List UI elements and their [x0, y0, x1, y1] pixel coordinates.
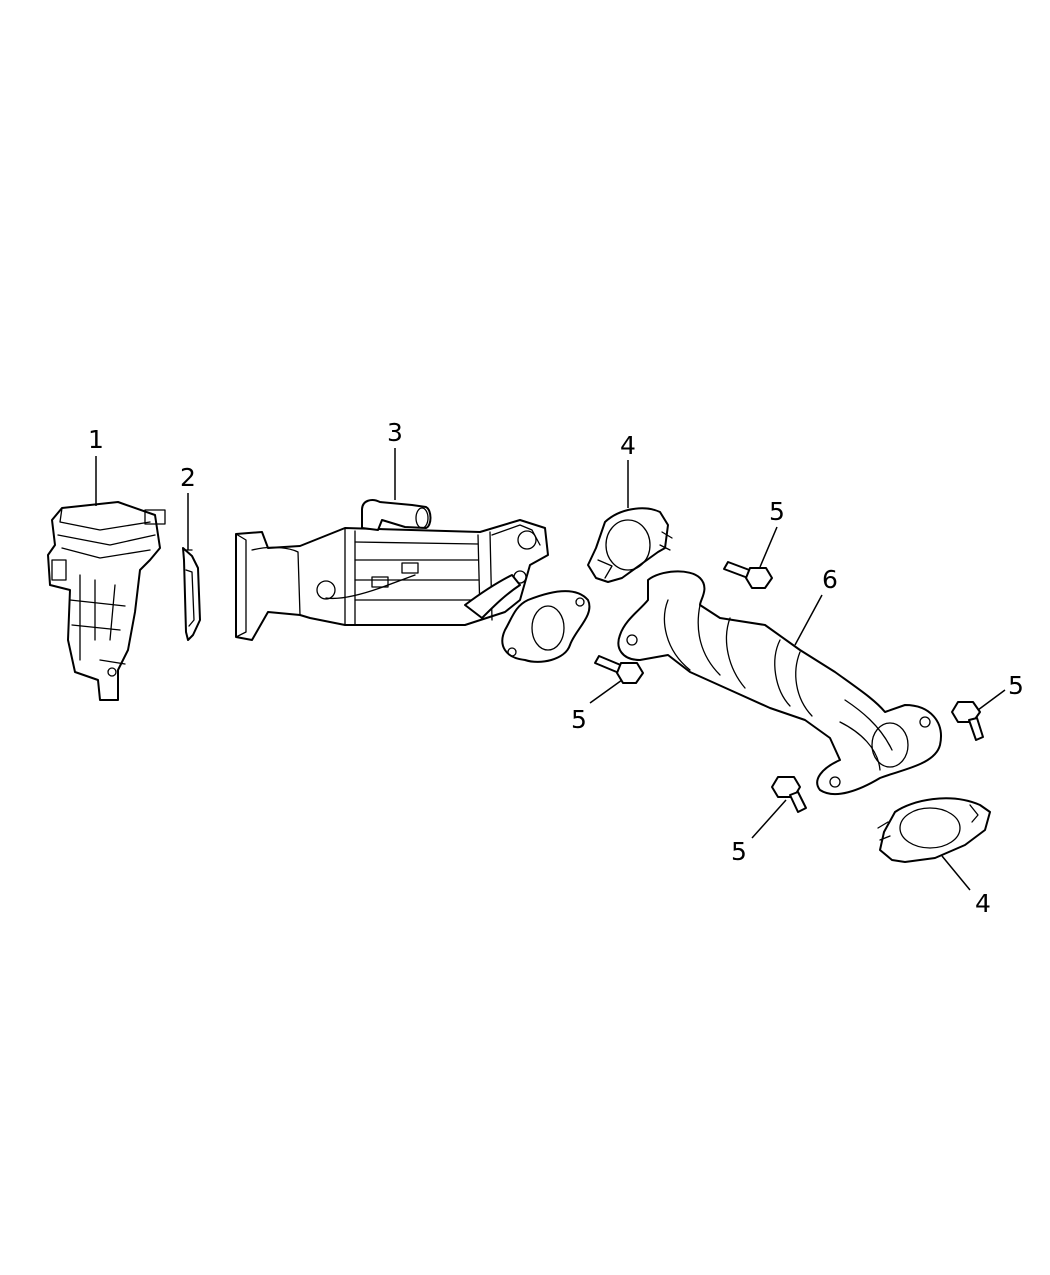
bolt-part-5-c — [951, 701, 984, 741]
leader-lines — [95, 448, 1006, 891]
callout-2: 2 — [180, 463, 196, 492]
gasket-part-4-upper — [587, 507, 673, 583]
callout-5-upper: 5 — [769, 497, 785, 526]
callout-1: 1 — [88, 425, 104, 454]
egr-cooler-part-3 — [235, 499, 591, 663]
callout-5-left: 5 — [571, 705, 587, 734]
callout-4-lower: 4 — [975, 889, 991, 918]
bolt-part-5-d — [771, 776, 807, 813]
egr-valve-part-1 — [47, 501, 166, 701]
gasket-part-4-lower — [877, 797, 991, 863]
callout-3: 3 — [387, 418, 403, 447]
callout-5-right: 5 — [1008, 671, 1024, 700]
bolt-part-5-a — [723, 561, 773, 589]
callout-6: 6 — [822, 565, 838, 594]
bolt-part-5-b — [594, 655, 644, 684]
egr-tube-part-6 — [617, 570, 942, 795]
callout-4-upper: 4 — [620, 431, 636, 460]
callout-5-lower: 5 — [731, 837, 747, 866]
gasket-part-2 — [182, 547, 201, 641]
callout-numbers: 1 2 3 4 5 6 5 5 5 4 — [88, 418, 1024, 918]
